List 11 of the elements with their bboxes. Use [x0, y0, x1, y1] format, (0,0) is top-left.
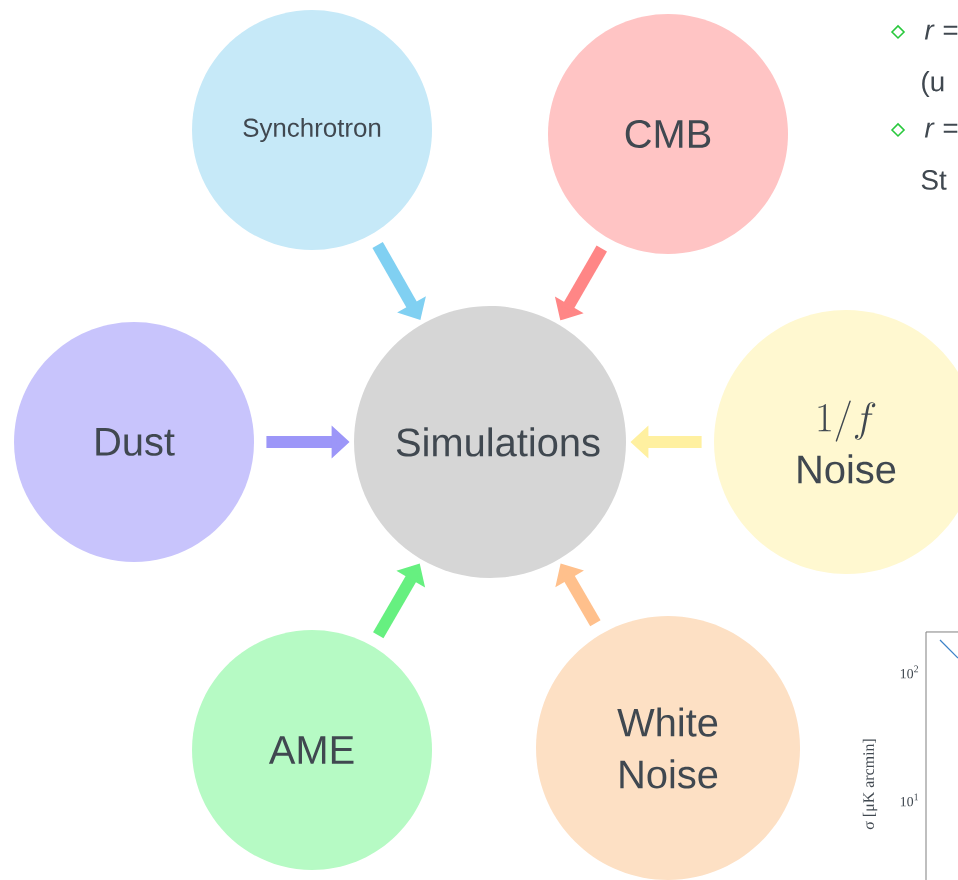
circle-node: CMB — [548, 14, 788, 254]
bullet-text: (u — [922, 71, 944, 97]
circle-node: Synchrotron — [192, 10, 432, 250]
bullet-text: r = — [924, 24, 958, 40]
arrow — [372, 242, 426, 320]
bullet-text: r = — [924, 122, 958, 138]
circle-node: White Noise — [536, 616, 800, 880]
circle-node: AME — [192, 630, 432, 870]
circle-node: Dust — [14, 322, 254, 562]
circle-node: Simulations — [354, 306, 626, 578]
bullet-text: St — [921, 170, 947, 190]
